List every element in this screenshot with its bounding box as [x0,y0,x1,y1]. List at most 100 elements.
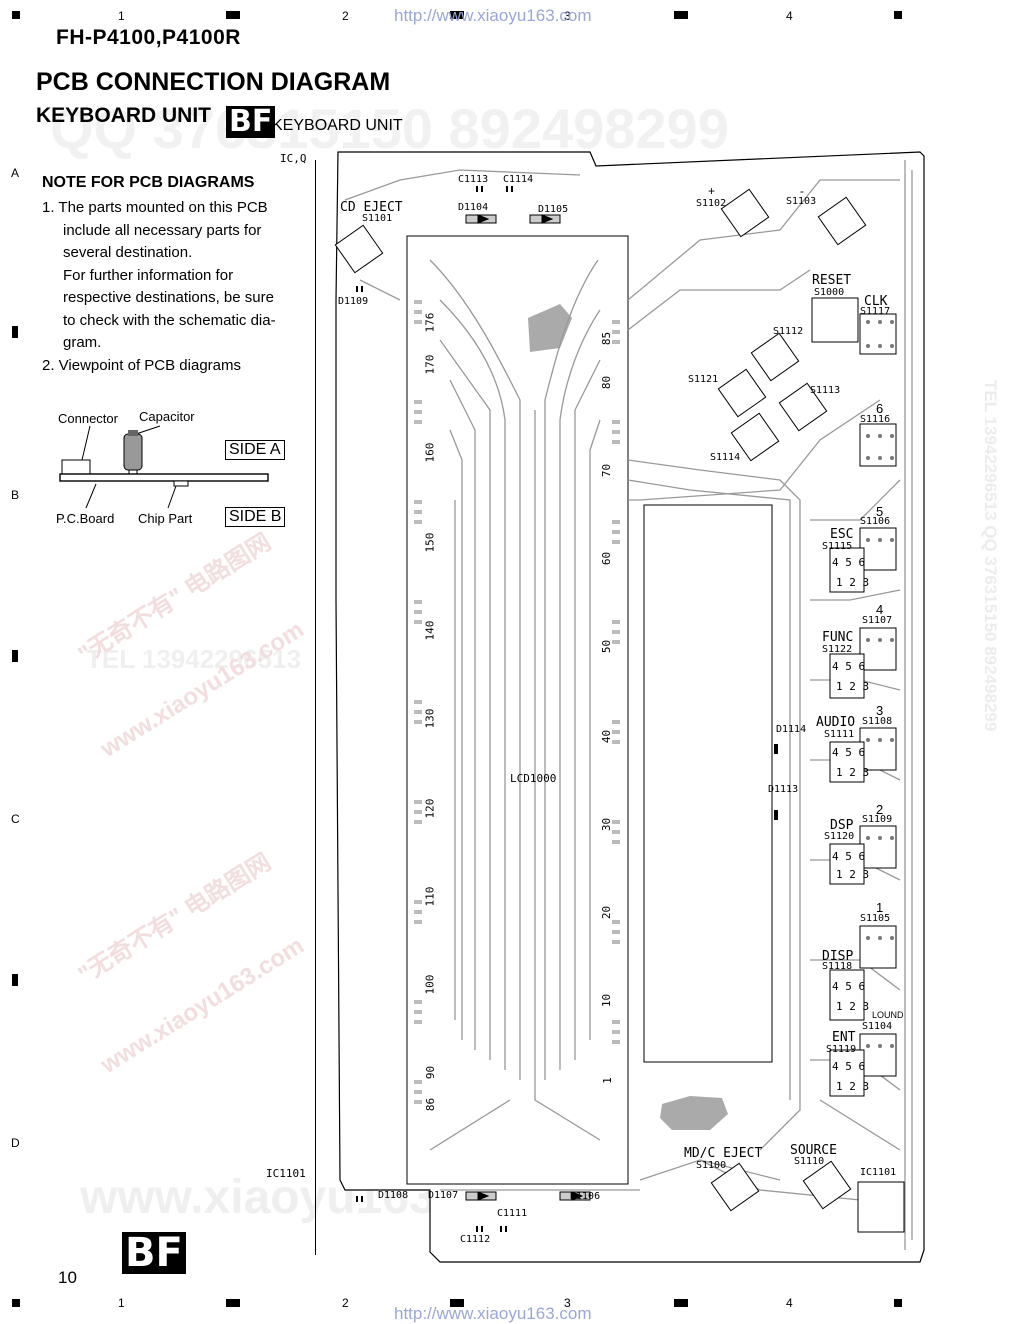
page-number: 10 [58,1268,77,1287]
diodes [465,214,591,1201]
minus-label: - [800,184,804,198]
pcb-diagram [334,151,925,1263]
board-shape [59,473,269,482]
capacitors [356,186,778,1232]
unit-code-badge: BF [226,106,276,138]
source-url-link[interactable]: http://www.xiaoyu163.com [394,6,592,25]
registration-mark [674,11,688,19]
connector-label: Connector [58,411,118,426]
column-number: 3 [564,9,571,23]
s1108-label: S1108 [862,716,893,727]
s1113-label: S1113 [810,385,841,396]
reset-label: RESET [812,273,852,288]
source-label: SOURCE [790,1143,837,1158]
pin-number: 110 [423,886,437,907]
footer-unit-code-text: BF [122,1232,186,1274]
c1113-label: C1113 [458,174,489,185]
switch-pins: 1 2 3 [836,1080,870,1093]
registration-mark [226,1299,240,1307]
capacitor-shape [123,433,143,471]
row-letter: C [11,812,20,826]
registration-mark [12,11,20,19]
capacitor-label: Capacitor [139,409,195,424]
s1103-label: S1103 [786,196,817,207]
lcd-frame [406,235,629,1185]
func-label: FUNC [822,630,854,645]
pin-number: 1 [600,1077,614,1084]
note-line: include all necessary parts for [63,221,262,239]
registration-mark [894,1299,902,1307]
pin-number: 60 [600,551,614,566]
registration-mark [12,1299,20,1307]
lcd-pins-right [612,320,620,1044]
s1114-label: S1114 [710,452,741,463]
switch-pins: 4 5 6 [832,746,866,759]
pin-number: 70 [600,463,614,478]
s1105-label: S1105 [860,913,891,924]
cd-eject-label: CD EJECT [340,200,403,215]
tel-watermark: TEL 13942296513 [86,644,301,674]
s1111-label: S1111 [824,729,855,740]
capacitor-cap [128,430,138,436]
s1102-label: S1102 [696,198,727,209]
switch-pins: 1 2 3 [836,576,870,589]
s1120-label: S1120 [824,831,855,842]
pin-number: 130 [423,708,437,729]
column-number: 4 [786,9,793,23]
s1110-label: S1110 [794,1156,825,1167]
mdc-eject-label: MD/C EJECT [684,1146,763,1161]
registration-mark [894,11,902,19]
s1100-label: S1100 [696,1160,727,1171]
row-tick [12,974,18,986]
registration-mark [450,1299,464,1307]
column-number: 1 [118,1296,125,1310]
s1119-label: S1119 [826,1044,857,1055]
switch-pins: 4 5 6 [832,660,866,673]
ground-pad [660,1096,728,1130]
s1121-label: S1121 [688,374,719,385]
lcd-traces [344,160,913,1250]
key-1-label: 1 [876,900,884,915]
s1122-label: S1122 [822,644,853,655]
qq-watermark: QQ 376315150 892498299 [50,97,729,160]
switch-footprints [334,188,905,1233]
clk-label: CLK [864,294,888,309]
note-item-2: 2. Viewpoint of PCB diagrams [42,357,241,374]
chip-shape [173,480,189,487]
note-heading: NOTE FOR PCB DIAGRAMS [42,174,255,191]
row-tick [12,326,18,338]
d1114-label: D1114 [776,724,807,735]
switch-pins: 4 5 6 [832,1060,866,1073]
pin-number: 170 [423,354,437,375]
switch-pins: 1 2 3 [836,680,870,693]
registration-mark [450,11,464,19]
d1109-label: D1109 [338,296,369,307]
switch-pads [866,320,894,1048]
board-outline [335,151,925,1263]
corner-label: IC,Q [280,152,307,165]
s1109-label: S1109 [862,814,893,825]
viewpoint-diagram [59,425,269,509]
board-label: P.C.Board [56,511,115,526]
column-number: 2 [342,1296,349,1310]
d1107-label: D1107 [428,1190,459,1201]
plus-label: + [708,184,716,198]
note-line: to check with the schematic dia- [63,311,276,329]
pin-number: 10 [600,993,614,1008]
pin-number: 150 [423,532,437,553]
s1104-label: S1104 [862,1021,893,1032]
s1000-label: S1000 [814,287,845,298]
esc-label: ESC [830,527,854,542]
s1101-label: S1101 [362,213,393,224]
lcd-label: LCD1000 [510,772,557,785]
c1114-label: C1114 [503,174,534,185]
switch-pins: 1 2 3 [836,1000,870,1013]
source-url-link-bottom[interactable]: http://www.xiaoyu163.com [394,1304,592,1323]
pin-number: 50 [600,639,614,654]
footer-unit-code: BF [122,1232,186,1274]
pin-number: 140 [423,620,437,641]
ent-label: ENT [832,1030,856,1045]
connector-leader [81,425,91,461]
lound-label: LOUND [872,1010,904,1020]
pin-number: 86 [424,1097,438,1112]
